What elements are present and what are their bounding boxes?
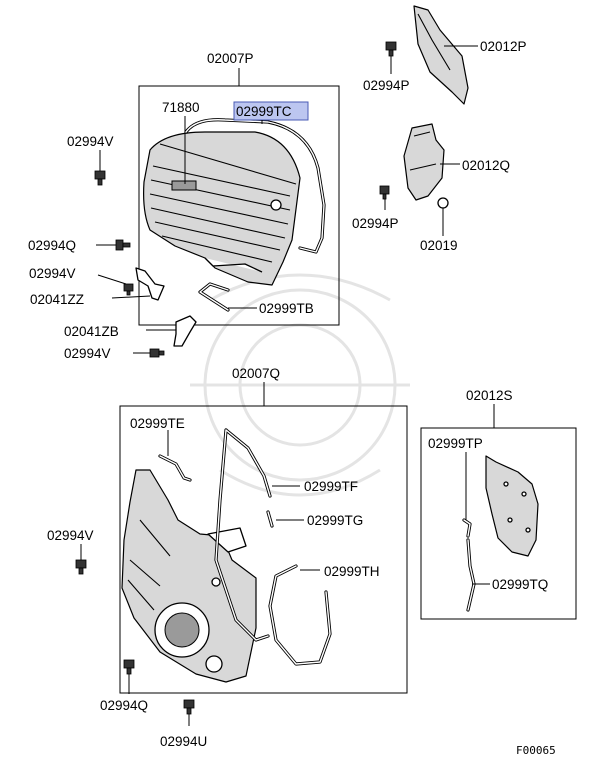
- part-label-02994V-c[interactable]: 02994V: [64, 346, 111, 361]
- bolt-02994V-d[interactable]: [75, 559, 87, 575]
- cover-02012S[interactable]: [485, 455, 539, 557]
- part-label-02019[interactable]: 02019: [420, 238, 458, 253]
- part-label-02994V-d[interactable]: 02994V: [47, 528, 94, 543]
- part-label-02999TH[interactable]: 02999TH: [324, 564, 380, 579]
- cover-02012Q[interactable]: [403, 123, 445, 201]
- part-label-02012Q[interactable]: 02012Q: [462, 158, 510, 173]
- part-label-02999TP[interactable]: 02999TP: [428, 436, 483, 451]
- bolt-02994Q-a[interactable]: [115, 239, 131, 251]
- part-label-71880[interactable]: 71880: [162, 100, 200, 115]
- bolt-02994V-b[interactable]: [123, 283, 134, 296]
- part-label-02999TF[interactable]: 02999TF: [304, 479, 358, 494]
- upper-timing-cover[interactable]: [143, 131, 301, 286]
- lower-timing-cover[interactable]: [121, 469, 257, 683]
- part-label-02994P-a[interactable]: 02994P: [363, 78, 410, 93]
- part-label-02012P[interactable]: 02012P: [480, 39, 527, 54]
- part-label-02999TE[interactable]: 02999TE: [130, 416, 185, 431]
- part-label-02041ZZ[interactable]: 02041ZZ: [30, 292, 84, 307]
- diagram-code: F00065: [516, 744, 556, 757]
- bolt-02994V-a[interactable]: [94, 170, 106, 186]
- group-box-02012S: [420, 427, 577, 620]
- part-label-02007Q[interactable]: 02007Q: [232, 366, 280, 381]
- gasket-02999TC[interactable]: [184, 118, 326, 254]
- gasket-02999TF[interactable]: [214, 428, 272, 642]
- gasket-02999TB[interactable]: [198, 282, 230, 312]
- gasket-02999TE[interactable]: [158, 454, 192, 482]
- part-label-02012S[interactable]: 02012S: [466, 388, 513, 403]
- highlight-02999TC: [233, 101, 309, 121]
- gasket-02999TH[interactable]: [268, 564, 332, 666]
- part-label-02999TB[interactable]: 02999TB: [259, 301, 314, 316]
- bracket-02041ZB[interactable]: [173, 315, 197, 347]
- bolt-02994P-b[interactable]: [379, 185, 390, 200]
- grommet-02019[interactable]: [437, 197, 449, 209]
- bolt-02994Q-b[interactable]: [123, 659, 135, 675]
- part-label-02994P-b[interactable]: 02994P: [352, 216, 399, 231]
- part-label-02999TC[interactable]: 02999TC: [236, 104, 292, 119]
- part-label-02999TQ[interactable]: 02999TQ: [492, 577, 548, 592]
- part-label-02994V-b[interactable]: 02994V: [29, 266, 76, 281]
- bolt-02994U[interactable]: [183, 699, 195, 715]
- part-label-02994U[interactable]: 02994U: [160, 734, 207, 749]
- part-label-02999TG[interactable]: 02999TG: [307, 513, 363, 528]
- part-label-02994V-a[interactable]: 02994V: [67, 134, 114, 149]
- part-label-02007P[interactable]: 02007P: [207, 51, 254, 66]
- part-label-02041ZB[interactable]: 02041ZB: [64, 324, 119, 339]
- bracket-02041ZZ[interactable]: [135, 267, 165, 301]
- bolt-02994V-c[interactable]: [149, 348, 165, 358]
- gasket-02999TQ[interactable]: [466, 538, 476, 612]
- part-label-02994Q-a[interactable]: 02994Q: [28, 238, 76, 253]
- cover-02012P[interactable]: [413, 5, 469, 105]
- bolt-02994P-a[interactable]: [385, 41, 397, 57]
- part-label-02994Q-b[interactable]: 02994Q: [100, 698, 148, 713]
- gasket-02999TP[interactable]: [462, 518, 472, 538]
- gasket-02999TG[interactable]: [266, 510, 274, 528]
